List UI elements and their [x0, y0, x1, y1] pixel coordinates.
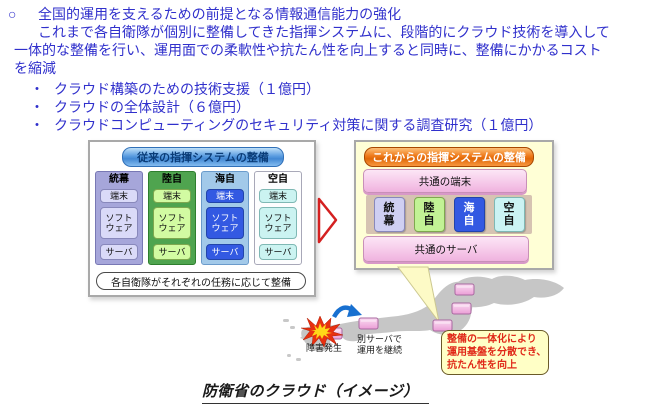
failure-label: 障害発生	[306, 343, 343, 353]
column-rikuji: 陸自 端末 ソフトウェア サーバ	[148, 171, 196, 265]
bullet-item-2: クラウドの全体設計（６億円）	[54, 99, 250, 115]
map-island	[283, 319, 289, 322]
terminal-box: 端末	[100, 189, 138, 203]
server-box: サーバ	[259, 244, 297, 260]
software-box: ソフトウェア	[100, 207, 138, 239]
server-icon	[454, 283, 475, 296]
service-box-kuuji: 空自	[493, 197, 525, 232]
after-diagram-title: これからの指揮システムの整備	[364, 147, 534, 167]
map-hokkaido	[450, 275, 564, 308]
before-footer-label: 各自衛隊がそれぞれの任務に応じて整備	[96, 272, 306, 290]
page-title: 全国的運用を支えるための前提となる情報通信能力の強化	[38, 6, 402, 22]
before-diagram-panel: 従来の指揮システムの整備 統幕 端末 ソフトウェア サーバ 陸自 端末 ソフトウ…	[88, 140, 316, 297]
server-icon	[451, 302, 472, 315]
bullet-marker: ・	[30, 99, 44, 115]
server-box: サーバ	[206, 244, 244, 260]
transform-arrow-icon	[317, 197, 338, 244]
column-header: 海自	[215, 174, 235, 185]
failover-label-line2: 運用を継続	[357, 345, 403, 355]
service-box-toumaku: 統幕	[373, 197, 405, 232]
service-label: 陸自	[423, 202, 435, 227]
terminal-box: 端末	[259, 189, 297, 203]
column-kaiji: 海自 端末 ソフトウェア サーバ	[201, 171, 249, 265]
heading-marker: ○	[8, 6, 17, 22]
map-island	[290, 326, 295, 329]
bullet-item-1: クラウド構築のための技術支援（１億円）	[54, 81, 320, 97]
column-header: 陸自	[162, 174, 182, 185]
terminal-box: 端末	[153, 189, 191, 203]
callout-line1: 整備の一体化により	[447, 334, 537, 345]
japan-map	[283, 266, 564, 361]
service-box-kaiji: 海自	[453, 197, 485, 232]
after-diagram-panel: これからの指揮システムの整備 共通の端末 統幕 陸自 海自 空自 共通のサーバ	[354, 140, 554, 270]
body-line-1: これまで各自衛隊が個別に整備してきた指揮システムに、段階的にクラウド技術を導入し…	[38, 24, 610, 40]
map-island	[296, 358, 301, 361]
software-box: ソフトウェア	[153, 207, 191, 239]
column-kuuji: 空自 端末 ソフトウェア サーバ	[254, 171, 302, 265]
body-line-3: を縮減	[14, 60, 56, 76]
failover-arrow-icon	[332, 304, 362, 319]
service-box-rikuji: 陸自	[413, 197, 445, 232]
server-icon	[358, 317, 379, 330]
service-label: 海自	[463, 202, 475, 227]
figure-caption: 防衛省のクラウド（イメージ）	[202, 380, 429, 404]
resilience-callout: 整備の一体化により 運用基盤を分散でき、 抗たん性を向上	[441, 330, 549, 375]
failover-label: 別サーバで 運用を継続	[357, 334, 402, 356]
body-line-2: 一体的な整備を行い、運用面での柔軟性や抗たん性を向上すると同時に、整備にかかるコ…	[14, 42, 602, 58]
callout-pointer	[397, 266, 440, 323]
bullet-marker: ・	[30, 117, 44, 133]
failover-label-line1: 別サーバで	[357, 334, 402, 344]
service-label: 空自	[503, 202, 515, 227]
service-label: 統幕	[383, 202, 395, 227]
server-box: サーバ	[153, 244, 191, 260]
common-terminal-bar: 共通の端末	[363, 169, 527, 193]
terminal-box: 端末	[206, 189, 244, 203]
server-icon	[432, 319, 453, 332]
software-box: ソフトウェア	[259, 207, 297, 239]
server-box: サーバ	[100, 244, 138, 260]
map-honshu	[300, 281, 473, 341]
column-toumaku: 統幕 端末 ソフトウェア サーバ	[95, 171, 143, 265]
column-header: 統幕	[109, 174, 129, 185]
service-columns: 統幕 端末 ソフトウェア サーバ 陸自 端末 ソフトウェア サーバ 海自 端末 …	[95, 171, 302, 265]
map-shikoku	[342, 332, 364, 342]
map-island	[287, 354, 291, 357]
before-diagram-title: 従来の指揮システムの整備	[122, 147, 284, 167]
software-box: ソフトウェア	[206, 207, 244, 239]
column-header: 空自	[268, 174, 288, 185]
service-strip: 統幕 陸自 海自 空自	[366, 195, 532, 234]
callout-line2: 運用基盤を分散でき、	[447, 347, 547, 358]
callout-line3: 抗たん性を向上	[447, 360, 517, 371]
common-server-bar: 共通のサーバ	[363, 236, 529, 262]
bullet-item-3: クラウドコンピューティングのセキュリティ対策に関する調査研究（１億円）	[54, 117, 543, 133]
explosion-icon	[300, 315, 344, 348]
bullet-marker: ・	[30, 81, 44, 97]
